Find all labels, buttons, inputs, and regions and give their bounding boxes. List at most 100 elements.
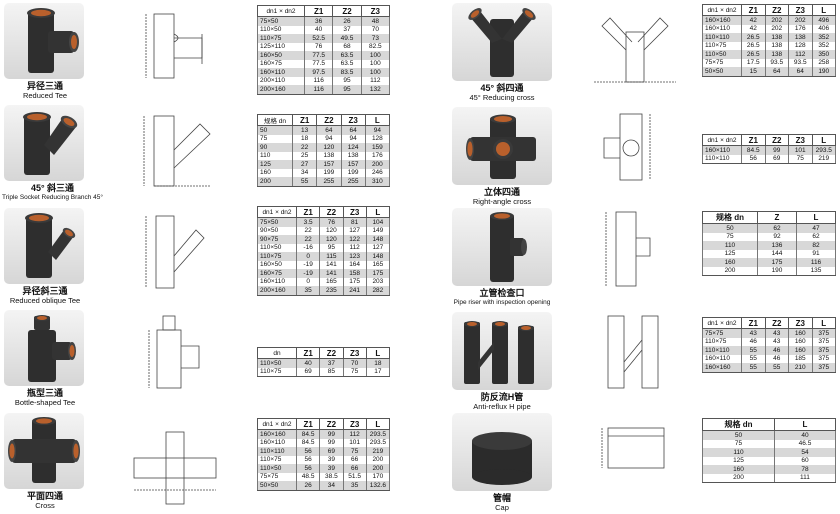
- cell: 64: [764, 67, 789, 77]
- cell: 75: [257, 134, 293, 143]
- cell: 75×50: [257, 217, 297, 227]
- cell: 0: [295, 252, 321, 261]
- cell: 160: [788, 346, 813, 355]
- cell: 110×75: [702, 41, 742, 50]
- cell: 101: [342, 438, 367, 447]
- cell: 200×160: [257, 286, 297, 296]
- th: 规格 dn: [702, 211, 758, 224]
- cell: 50×50: [257, 481, 297, 491]
- cell: 52.5: [303, 34, 334, 43]
- cell: 84.5: [295, 438, 321, 447]
- cell: 112: [342, 429, 367, 439]
- cell: 56: [295, 464, 321, 473]
- cell: 125: [257, 160, 293, 169]
- cell: 100: [360, 59, 391, 68]
- cell: 49.5: [332, 34, 362, 43]
- th: Z1: [295, 418, 321, 430]
- reducing-cross-illustration: [468, 8, 536, 77]
- cell: 50: [257, 125, 293, 135]
- th: dn1 × dn2: [702, 4, 742, 16]
- cell: 73: [360, 34, 391, 43]
- right-angle-cross-photo: [452, 107, 552, 185]
- th: Z3: [360, 5, 391, 17]
- cell: 160×110: [257, 68, 305, 77]
- cell: 160×110: [257, 277, 297, 286]
- cell: 115: [319, 252, 344, 261]
- cell: 37: [332, 25, 362, 34]
- th: Z2: [319, 418, 344, 430]
- cell: 70: [360, 25, 391, 34]
- cell: 90: [257, 143, 293, 152]
- cell: 51.5: [342, 472, 367, 481]
- cell: 48: [360, 16, 391, 26]
- cell: 22: [295, 235, 321, 244]
- cell: 40: [774, 430, 836, 440]
- cell: 47: [796, 223, 836, 233]
- th: Z3: [342, 347, 367, 359]
- cell: 26.5: [741, 50, 766, 59]
- th: Z2: [319, 347, 344, 359]
- cell: 55: [741, 363, 766, 373]
- cell: 110×110: [702, 33, 742, 42]
- anti-reflux-h-drawing: [607, 315, 659, 389]
- cell: 77.5: [303, 59, 334, 68]
- reduced-tee-photo: [4, 3, 84, 79]
- reduced-tee-caption: 异径三通 Reduced Tee: [0, 81, 90, 101]
- cell: 116: [796, 258, 836, 267]
- cell: 496: [811, 15, 836, 25]
- cell: 200: [364, 160, 391, 169]
- cell: 110×75: [257, 367, 297, 377]
- cell: 110×50: [257, 243, 297, 252]
- cell: 375: [811, 346, 836, 355]
- cell: 200: [257, 177, 293, 187]
- cell: 160×160: [702, 363, 742, 373]
- cell: 282: [365, 286, 391, 296]
- anti-reflux-h-en: Anti-reflux H pipe: [473, 402, 531, 411]
- cell: 26.5: [741, 33, 766, 42]
- th: Z1: [295, 347, 321, 359]
- cell: 50: [702, 430, 775, 440]
- cell: 160×110: [702, 24, 742, 33]
- cell: 200: [702, 473, 775, 483]
- cell: 219: [365, 447, 391, 456]
- right-angle-cross-caption: 立体四通 Right-angle cross: [452, 187, 552, 207]
- cell: 110×75: [257, 252, 297, 261]
- cell: 95: [332, 85, 362, 95]
- cell: 110×110: [702, 154, 742, 164]
- cell: 128: [788, 41, 813, 50]
- triple-socket-illustration: [23, 112, 78, 175]
- cell: 22: [291, 143, 318, 152]
- bottle-tee-zh: 瓶型三通: [26, 388, 63, 398]
- bottle-tee-illustration: [28, 315, 76, 382]
- cell: 46: [741, 337, 766, 346]
- cell: 138: [340, 151, 366, 160]
- th: 规格 dn: [702, 418, 775, 431]
- cell: 116: [303, 76, 334, 85]
- cell: 27: [291, 160, 318, 169]
- cell: 100: [360, 51, 391, 60]
- cell: 90×50: [257, 226, 297, 235]
- right-angle-cross-en: Right-angle cross: [472, 197, 532, 206]
- cell: 165: [319, 277, 344, 286]
- cell: 144: [757, 249, 797, 258]
- th: Z2: [764, 317, 789, 329]
